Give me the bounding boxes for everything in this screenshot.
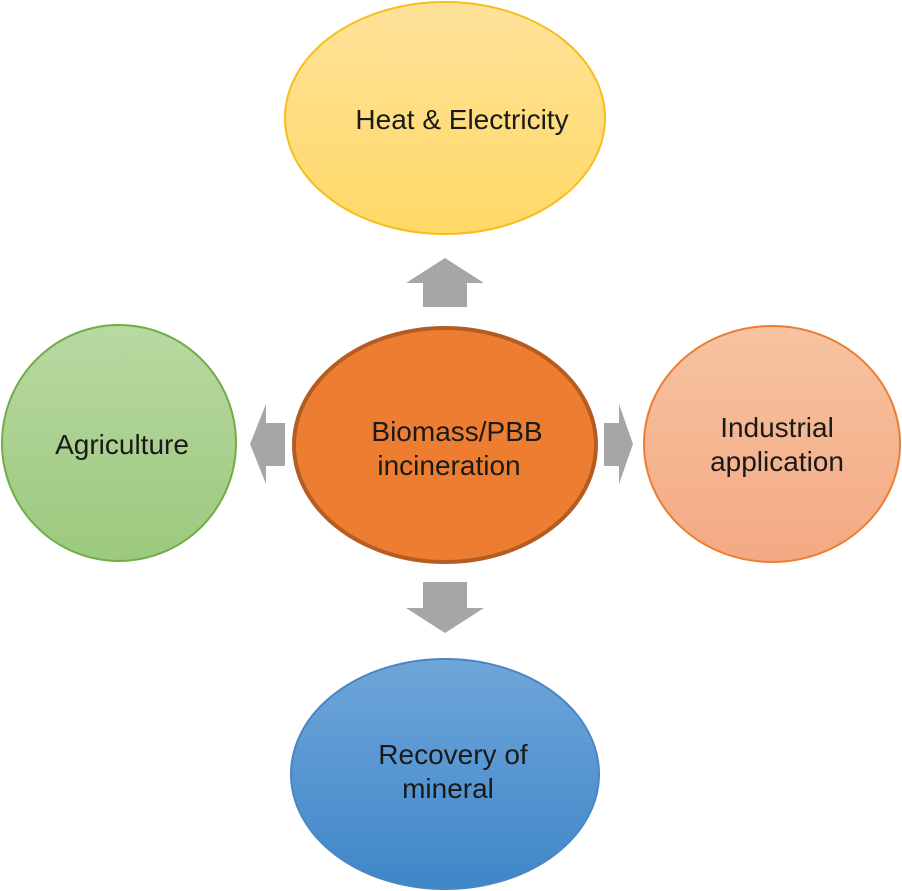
svg-text:Biomass/PBB: Biomass/PBB [371,416,542,447]
node-industrial-application-shape [643,325,901,563]
node-biomass-incineration-label-line1: Biomass/PBB [371,416,542,447]
node-biomass-incineration-shape [292,326,598,564]
node-recovery-mineral-label-line1: Recovery of [378,739,528,770]
node-agriculture-shape [1,324,237,562]
node-heat-electricity: Heat & Electricity [284,1,606,235]
arrow-right-icon [604,404,633,484]
node-biomass-incineration: Biomass/PBB incineration [292,326,598,564]
node-industrial-application: Industrial application [643,325,901,563]
node-agriculture-label: Agriculture [55,429,189,460]
arrow-down-icon [406,582,484,633]
svg-text:application: application [710,446,844,477]
node-heat-electricity-shape [284,1,606,235]
svg-text:incineration: incineration [377,450,520,481]
arrow-left-icon [250,404,285,484]
svg-text:Agriculture: Agriculture [55,429,189,460]
node-industrial-application-label-line1: Industrial [720,412,834,443]
node-biomass-incineration-label-line2: incineration [377,450,520,481]
svg-text:Recovery of: Recovery of [378,739,528,770]
svg-text:Industrial: Industrial [720,412,834,443]
node-recovery-mineral: Recovery of mineral [290,658,600,890]
node-industrial-application-label-line2: application [710,446,844,477]
arrow-up-icon [406,258,484,307]
node-recovery-mineral-shape [290,658,600,890]
svg-text:Heat & Electricity: Heat & Electricity [355,104,568,135]
node-recovery-mineral-label-line2: mineral [402,773,494,804]
node-heat-electricity-label: Heat & Electricity [355,104,568,135]
svg-text:mineral: mineral [402,773,494,804]
node-agriculture: Agriculture [1,324,237,562]
